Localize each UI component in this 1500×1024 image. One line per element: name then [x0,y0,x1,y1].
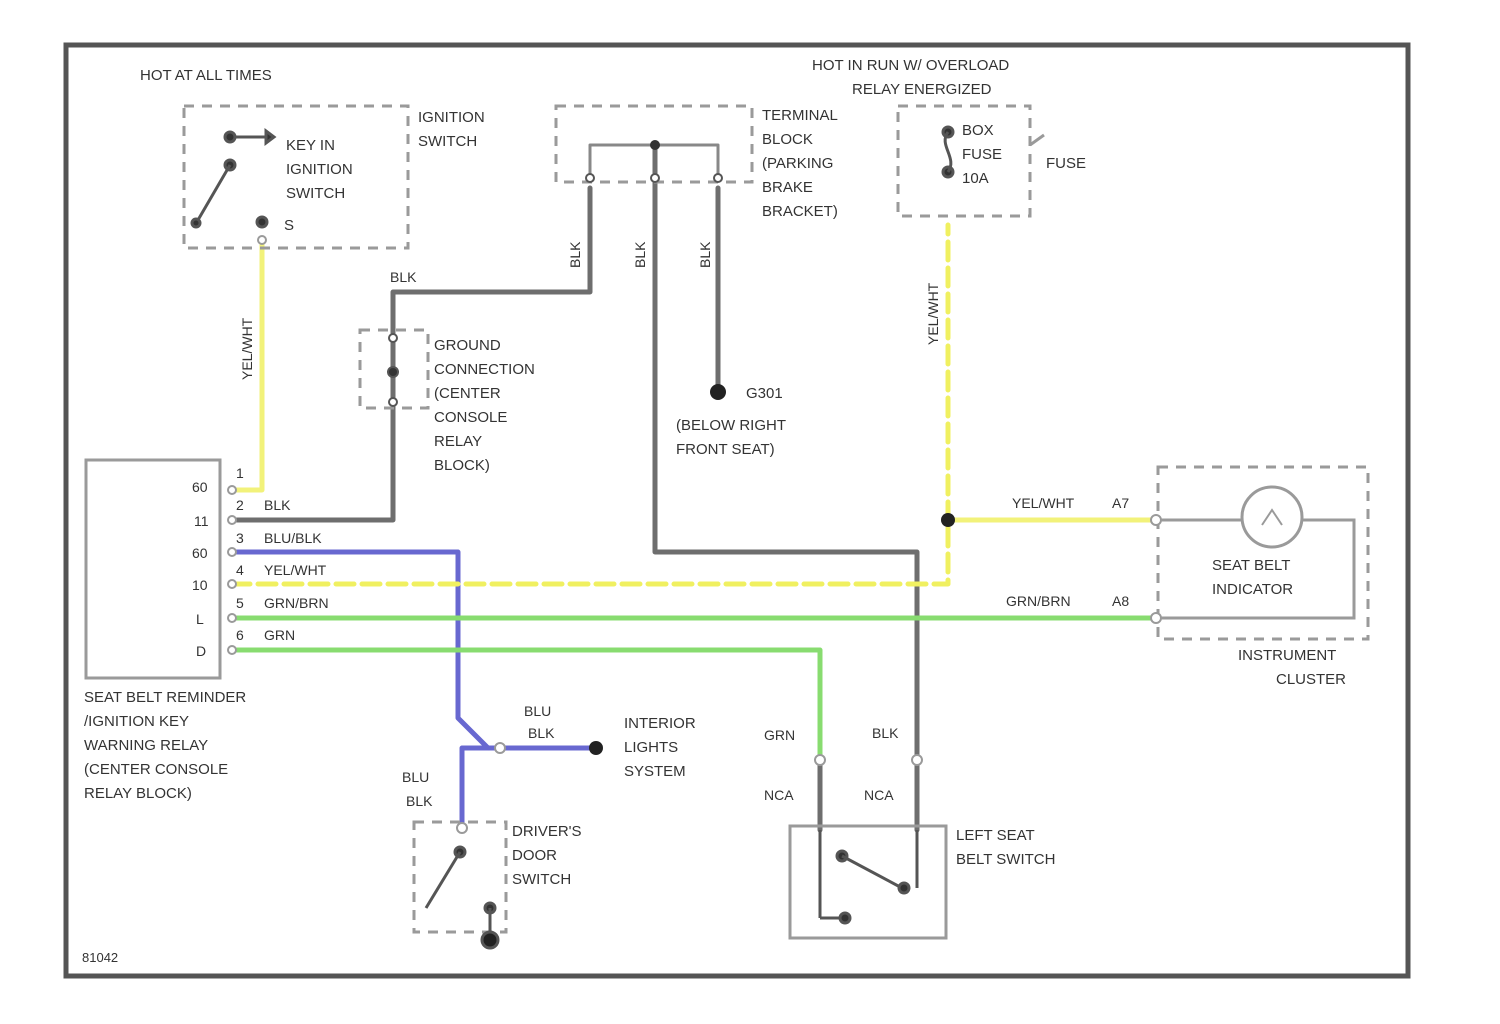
wire-label-blk-ground: BLK [390,269,417,285]
relay-terminal-top: 60 [192,479,208,495]
wire-label-blu-blk-door: BLU BLK [402,769,433,809]
relay-pin-2-num: 2 [236,497,244,513]
label-g301-location: (BELOW RIGHT FRONT SEAT) [676,417,790,458]
relay-pin-2-term: 11 [194,513,209,529]
seat-belt-switch-box [790,826,946,938]
wire-label-yel-wht-a7: YEL/WHT [1012,495,1075,511]
wire-label-a8: A8 [1112,593,1129,609]
label-fuse-box: BOX FUSE 10A [962,122,1006,187]
relay-pin-3-num: 3 [236,530,244,546]
relay-pin-4-num: 4 [236,562,244,578]
relay-pin-1-num: 1 [236,465,244,481]
wire-label-yel-wht-right: YEL/WHT [925,282,941,345]
wire-label-nca-right: NCA [864,787,894,803]
wire-label-blk-tb3: BLK [697,241,713,268]
door-switch-box [414,822,506,932]
relay-pin-3-wire: BLU/BLK [264,530,322,546]
label-left-seat-belt: LEFT SEAT BELT SWITCH [956,827,1055,868]
label-hot-at-all-times: HOT AT ALL TIMES [140,67,272,84]
label-relay-block: SEAT BELT REMINDER /IGNITION KEY WARNING… [84,689,250,802]
label-ground-connection: GROUND CONNECTION (CENTER CONSOLE RELAY … [434,337,539,474]
label-key-in-pin: S [284,217,294,234]
relay-pin-3-term: 60 [192,545,208,561]
relay-pin-4-wire: YEL/WHT [264,562,327,578]
wire-blk-ground [232,188,590,520]
relay-pin-6-term: D [196,643,206,659]
label-interior-lights: INTERIOR LIGHTS SYSTEM [624,715,700,780]
relay-pin-markers [228,486,236,654]
seat-belt-switch-contacts [820,830,917,923]
label-instrument-cluster: INSTRUMENT CLUSTER [1238,647,1346,688]
relay-pin-5-wire: GRN/BRN [264,595,329,611]
label-drivers-door: DRIVER'S DOOR SWITCH [512,823,586,888]
wire-label-grn: GRN [764,727,795,743]
wire-label-blk-seat: BLK [872,725,899,741]
relay-pin-4-term: 10 [192,577,208,593]
wire-label-nca-left: NCA [764,787,794,803]
relay-pin-6-num: 6 [236,627,244,643]
label-fuse: FUSE [1046,155,1086,172]
relay-pin-5-num: 5 [236,595,244,611]
wire-label-a7: A7 [1112,495,1129,511]
wire-blu-blk-door [462,748,488,822]
label-key-in-ignition: KEY IN IGNITION SWITCH [286,137,357,202]
label-ignition-switch: IGNITION SWITCH [418,109,489,150]
label-seat-belt-indicator: SEAT BELT INDICATOR [1212,557,1294,598]
ignition-switch-contacts [192,131,274,227]
wire-label-grn-brn-a8: GRN/BRN [1006,593,1071,609]
label-g301: G301 [746,385,783,402]
wire-label-yel-wht-left: YEL/WHT [239,317,255,380]
label-terminal-block: TERMINAL BLOCK (PARKING BRAKE BRACKET) [762,107,841,220]
g301-ground-icon [710,384,726,400]
relay-pin-5-term: L [196,611,204,627]
seat-belt-indicator-icon [1242,487,1302,547]
label-diagram-id: 81042 [82,950,118,965]
relay-pin-2-wire: BLK [264,497,291,513]
splice-yel-wht [941,513,955,527]
label-hot-in-run: HOT IN RUN W/ OVERLOAD RELAY ENERGIZED [812,57,1013,98]
wire-label-blk-tb2: BLK [632,241,648,268]
relay-pin-6-wire: GRN [264,627,295,643]
interior-lights-terminal [589,741,603,755]
wire-label-blk-tb1: BLK [567,241,583,268]
wire-label-blu-blk-top: BLU BLK [524,703,555,741]
